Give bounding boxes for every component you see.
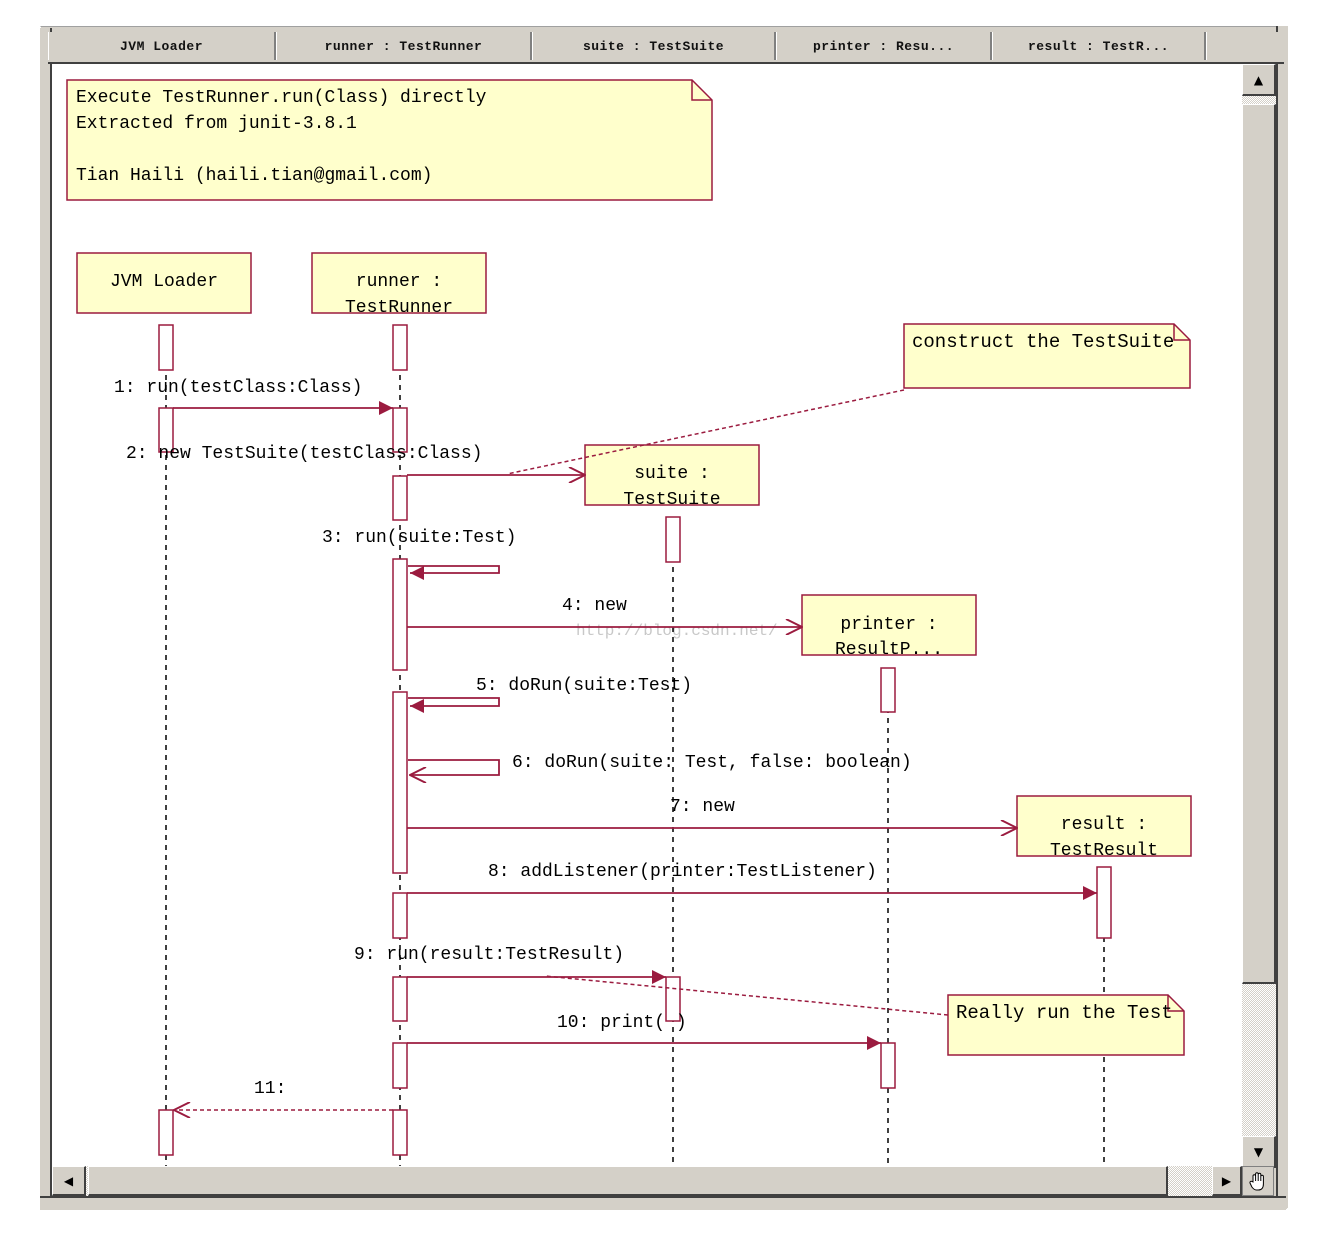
participant-label-jvm: JVM Loader — [110, 272, 218, 292]
message-label-11: 11: — [254, 1079, 286, 1099]
arrow-left-icon: ◀ — [63, 1173, 74, 1188]
header-note-line: Extracted from junit-3.8.1 — [76, 114, 357, 134]
scroll-down-button[interactable]: ▼ — [1242, 1136, 1276, 1168]
note-construct-text: construct the TestSuite — [912, 331, 1174, 353]
activation-runner — [392, 407, 408, 453]
participant-label-result: result : — [1061, 815, 1147, 835]
pan-corner-button[interactable] — [1242, 1166, 1274, 1196]
activation-runner — [392, 1109, 408, 1156]
note-construct — [903, 323, 1191, 389]
activation-runner — [392, 892, 408, 939]
horizontal-scroll-thumb[interactable] — [88, 1166, 1168, 1196]
scroll-left-button[interactable]: ◀ — [52, 1166, 86, 1196]
window-bottom-frame — [40, 1196, 1286, 1210]
message-label-9: 9: run(result:TestResult) — [354, 945, 624, 965]
arrow-up-icon: ▲ — [1253, 72, 1264, 87]
activation-runner — [392, 475, 408, 521]
activation-runner — [392, 324, 408, 371]
message-label-7: 7: new — [670, 797, 735, 817]
activation-suite — [665, 516, 681, 563]
header-tab-suite[interactable]: suite : TestSuite — [532, 32, 776, 60]
activation-runner — [392, 558, 408, 671]
participant-box-result — [1016, 795, 1192, 857]
activation-runner — [392, 691, 408, 874]
participant-box-printer — [801, 594, 977, 656]
note-construct-fold — [1173, 324, 1190, 341]
message-label-4: 4: new — [562, 596, 627, 616]
participant-label-suite: suite : — [634, 464, 710, 484]
message-label-1: 1: run(testClass:Class) — [114, 378, 362, 398]
message-label-6: 6: doRun(suite: Test, false: boolean) — [512, 753, 912, 773]
activation-runner — [392, 1042, 408, 1089]
participant-label-printer: printer : — [840, 615, 937, 635]
arrow-right-icon: ▶ — [1221, 1173, 1232, 1188]
participant-header-bar: JVM Loader runner : TestRunner suite : T… — [48, 32, 1284, 64]
participant-label-suite: TestSuite — [623, 490, 720, 510]
participant-box-suite — [584, 444, 760, 506]
message-label-10: 10: print( ) — [557, 1013, 687, 1033]
header-note-line: Tian Haili (haili.tian@gmail.com) — [76, 166, 432, 186]
participant-label-runner: runner : — [356, 272, 442, 292]
activation-jvm — [158, 407, 174, 453]
participant-box-jvm — [76, 252, 252, 314]
header-note — [66, 79, 713, 201]
header-tab-runner[interactable]: runner : TestRunner — [276, 32, 532, 60]
hand-pan-icon — [1249, 1172, 1264, 1191]
header-tab-result[interactable]: result : TestR... — [992, 32, 1206, 60]
vertical-scrollbar[interactable]: ▲ ▼ — [1242, 64, 1276, 1168]
participant-box-runner — [311, 252, 487, 314]
header-tab-printer[interactable]: printer : Resu... — [776, 32, 992, 60]
participant-label-result: TestResult — [1050, 841, 1158, 861]
vertical-scroll-thumb[interactable] — [1242, 104, 1276, 984]
scroll-right-button[interactable]: ▶ — [1212, 1166, 1242, 1196]
activation-jvm — [158, 324, 174, 371]
activation-printer — [880, 667, 896, 713]
window-right-frame — [1276, 26, 1288, 1208]
message-label-8: 8: addListener(printer:TestListener) — [488, 862, 877, 882]
message-label-2: 2: new TestSuite(testClass:Class) — [126, 444, 482, 464]
horizontal-scrollbar[interactable]: ◀ ▶ — [52, 1166, 1242, 1196]
message-arrow-6 — [408, 759, 500, 775]
activation-jvm — [158, 1109, 174, 1156]
note-run — [947, 994, 1185, 1056]
header-note-line: Execute TestRunner.run(Class) directly — [76, 88, 487, 108]
activation-runner — [392, 976, 408, 1022]
note-run-fold — [1167, 995, 1184, 1012]
activation-printer — [880, 1042, 896, 1089]
header-tab-empty — [1206, 32, 1284, 60]
message-label-5: 5: doRun(suite:Test) — [476, 676, 692, 696]
note-fold-corner — [691, 80, 712, 101]
participant-label-runner: TestRunner — [345, 298, 453, 318]
message-arrow-5 — [408, 697, 500, 713]
header-tab-jvm-loader[interactable]: JVM Loader — [48, 32, 276, 60]
activation-suite — [665, 976, 681, 1022]
activation-result — [1096, 866, 1112, 939]
note-run-connector — [544, 975, 949, 1016]
note-construct-connector — [506, 389, 905, 475]
diagram-canvas[interactable]: http://blog.csdn.net/Execute TestRunner.… — [52, 64, 1242, 1168]
message-label-3: 3: run(suite:Test) — [322, 528, 516, 548]
scroll-up-button[interactable]: ▲ — [1242, 64, 1276, 96]
arrow-down-icon: ▼ — [1253, 1144, 1264, 1159]
sequence-diagram: http://blog.csdn.net/Execute TestRunner.… — [66, 79, 1192, 1166]
participant-label-printer: ResultP... — [835, 640, 943, 660]
watermark-text: http://blog.csdn.net/ — [576, 622, 778, 640]
message-arrow-3 — [408, 565, 500, 580]
note-run-text: Really run the Test — [956, 1002, 1173, 1024]
window-left-frame — [40, 28, 52, 1208]
